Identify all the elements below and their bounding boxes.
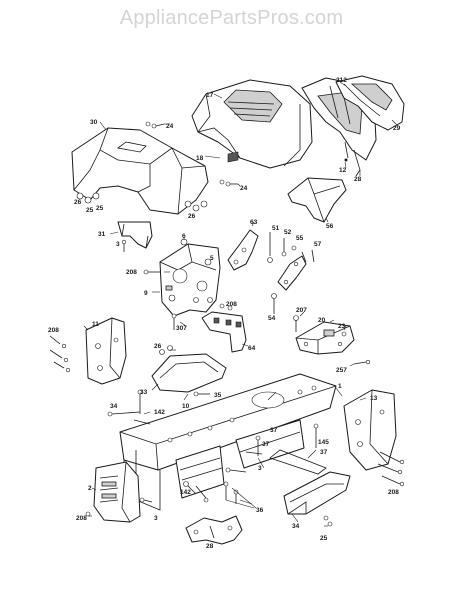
label-5: 5 [210,255,214,262]
part-54-bolt [271,293,277,314]
label-24b: 24 [240,185,248,192]
label-208c: 208 [48,327,59,334]
part-11-side-bracket [49,317,127,385]
part-13-rear-bracket [343,389,405,487]
label-208b: 208 [226,301,237,308]
label-3a: 3 [116,241,120,248]
part-20-bracket [293,315,371,365]
label-25b: 25 [96,205,104,212]
label-2: 2 [88,485,92,492]
part-56-shroud [287,177,347,223]
label-55: 55 [296,235,304,242]
label-26b: 26 [188,213,196,220]
label-25c: 25 [320,535,328,542]
label-37a: 37 [270,427,278,434]
label-37c: 37 [320,449,328,456]
label-10: 10 [182,403,190,410]
label-64: 64 [248,345,256,352]
fasteners-25-26 [76,192,208,212]
label-6: 6 [182,233,186,240]
label-11: 11 [92,321,99,328]
label-307: 307 [176,325,187,332]
label-51: 51 [272,225,280,232]
label-145: 145 [318,439,329,446]
label-142a: 142 [154,409,165,416]
label-28b: 28 [206,543,214,550]
label-20: 20 [318,317,326,324]
label-23: 23 [338,323,346,330]
part-labels: 30 24 17 212 29 18 12 28 26 25 25 26 24 … [48,77,401,550]
frame-hardware [107,389,319,504]
label-207: 207 [296,307,307,314]
label-56: 56 [326,223,334,230]
label-26c: 26 [154,343,162,350]
label-208a: 208 [126,269,137,276]
label-13: 13 [370,395,378,402]
label-34b: 34 [292,523,300,530]
part-17-hood [191,79,313,169]
label-9: 9 [144,290,148,297]
label-208d: 208 [76,515,87,522]
label-212: 212 [336,77,347,84]
label-28: 28 [354,176,362,183]
label-12: 12 [339,167,347,174]
label-26: 26 [74,199,82,206]
part-63-bracket [227,229,259,271]
label-25: 25 [86,207,94,214]
part-307-screw [171,313,177,330]
label-29: 29 [393,125,401,132]
part-2-bumper [85,461,153,523]
part-64-mount [201,303,247,353]
label-30: 30 [90,119,98,126]
label-208e: 208 [388,489,399,496]
label-63: 63 [250,219,258,226]
label-1: 1 [338,383,342,390]
label-33: 33 [140,389,148,396]
leader-lines [83,81,399,527]
label-35: 35 [214,392,222,399]
parts-5-6 [143,238,212,275]
fasteners-24 [145,121,238,187]
label-142b: 142 [180,489,191,496]
label-257: 257 [336,367,347,374]
label-37b: 37 [262,441,270,448]
label-3b: 3 [258,465,262,472]
parts-51-52-55-57 [267,232,315,291]
label-17: 17 [206,92,214,99]
part-28-lower-bracket [185,515,243,545]
label-18: 18 [196,155,204,162]
part-34-footrest [269,449,351,527]
label-24: 24 [166,123,174,130]
label-52: 52 [284,229,292,236]
label-34a: 34 [110,403,118,410]
label-31: 31 [98,231,106,238]
hardware-142 [183,481,209,503]
part-10-seat-bracket [151,345,227,397]
label-57: 57 [314,241,322,248]
watermark: AppliancePartsPros.com [119,7,344,29]
part-29-side-panel [335,75,405,131]
label-3c: 3 [154,515,158,522]
label-36: 36 [256,507,264,514]
label-54: 54 [268,315,276,322]
part-31-bracket [117,221,153,252]
